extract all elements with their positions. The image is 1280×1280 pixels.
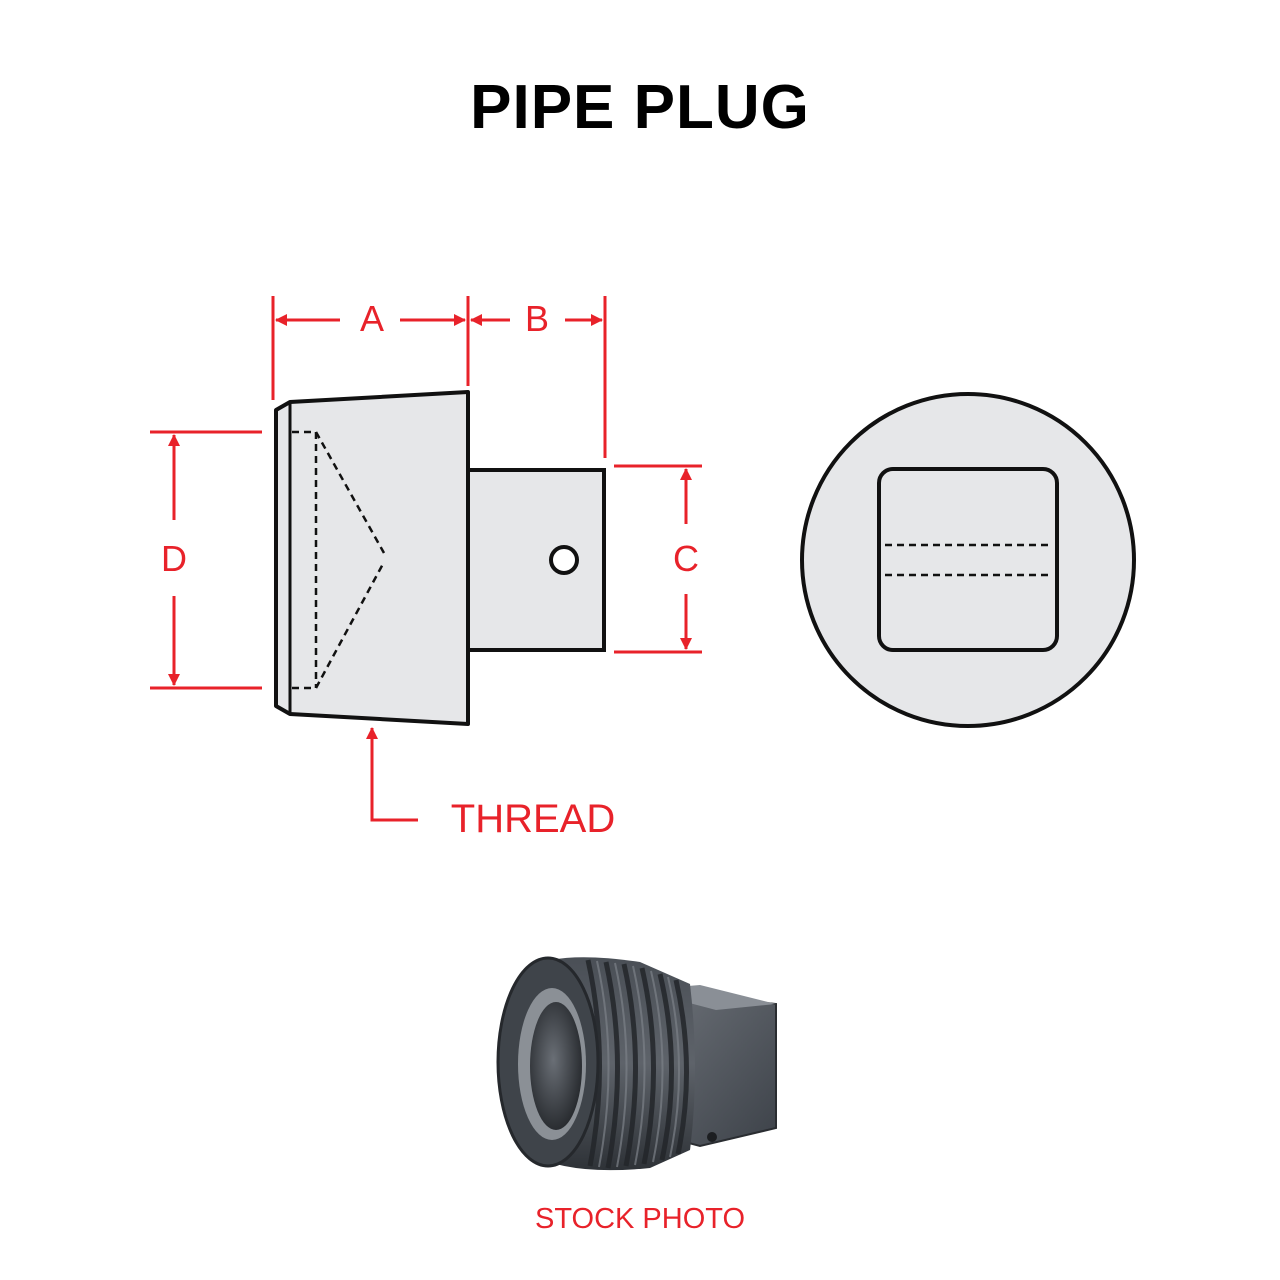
threaded-body [274, 390, 470, 726]
stock-photo-caption: STOCK PHOTO [534, 1203, 746, 1235]
dimension-label-a: A [360, 298, 384, 339]
end-view [800, 392, 1136, 728]
dimension-label-c: C [673, 538, 699, 579]
page-title: PIPE PLUG [470, 73, 810, 142]
hidden-cone-lines [292, 430, 386, 690]
thread-label: THREAD [451, 797, 615, 841]
stock-photo-image [496, 956, 777, 1171]
dimension-label-d: D [161, 538, 187, 579]
side-view [274, 390, 606, 726]
dimension-label-b: B [525, 298, 549, 339]
square-drive [466, 468, 606, 652]
dimension-lines [150, 296, 702, 822]
cross-hole [549, 545, 579, 575]
